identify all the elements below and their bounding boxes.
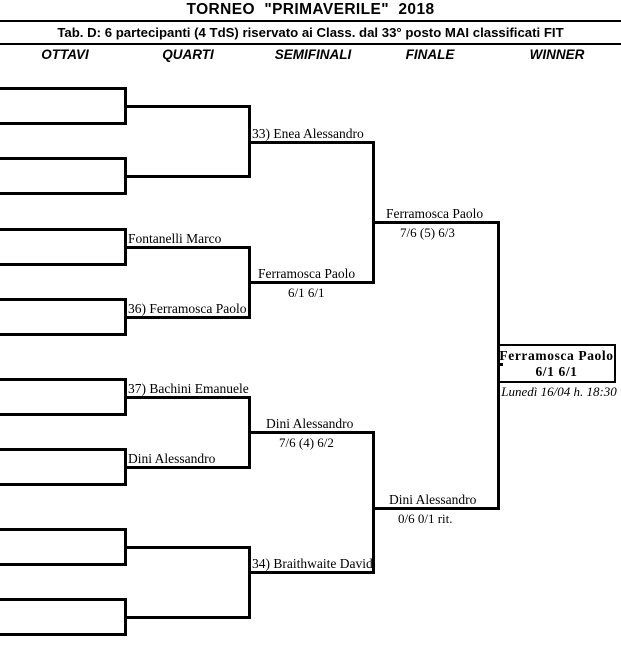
quarti-player-label: 36) Ferramosca Paolo — [128, 301, 247, 316]
round-header-ottavi: OTTAVI — [41, 47, 89, 62]
ottavi-slot-line — [0, 448, 124, 451]
semifinali-player-label: 33) Enea Alessandro — [252, 126, 364, 141]
round-header-row: OTTAVI QUARTI SEMIFINALI FINALE WINNER — [0, 45, 621, 67]
finale-player-label: Ferramosca Paolo — [386, 206, 484, 221]
ottavi-slot-line — [0, 298, 124, 301]
page-header: TORNEO "PRIMAVERILE" 2018 Tab. D: 6 part… — [0, 0, 621, 67]
ottavi-slot-line — [0, 483, 124, 486]
ottavi-slot-line — [0, 563, 124, 566]
header-divider-top — [0, 20, 621, 22]
quarti-slot-line — [124, 616, 248, 619]
header-divider-bottom — [0, 43, 621, 45]
quarti-connector — [248, 546, 251, 619]
quarti-player-label: Dini Alessandro — [128, 451, 216, 466]
ottavi-slot-line — [0, 228, 124, 231]
quarti-slot-line — [124, 396, 248, 399]
quarti-slot-line — [124, 546, 248, 549]
winner-schedule: Lunedì 16/04 h. 18:30 — [501, 384, 617, 399]
ottavi-slot-line — [0, 87, 124, 90]
round-header-quarti: QUARTI — [162, 47, 214, 62]
quarti-slot-line — [124, 466, 248, 469]
ottavi-slot-line — [0, 528, 124, 531]
semifinali-player-label: Dini Alessandro — [266, 416, 354, 431]
ottavi-slot-line — [0, 263, 124, 266]
ottavi-slot-line — [0, 192, 124, 195]
quarti-player-label: Fontanelli Marco — [128, 231, 222, 246]
ottavi-slot-line — [0, 598, 124, 601]
ottavi-slot-line — [0, 378, 124, 381]
page-title: TORNEO "PRIMAVERILE" 2018 — [186, 1, 435, 18]
winner-player-name: Ferramosca Paolo — [499, 348, 614, 363]
winner-box: Ferramosca Paolo 6/1 6/1 — [497, 344, 616, 383]
ottavi-slot-line — [0, 413, 124, 416]
quarti-slot-line — [124, 316, 248, 319]
round-header-semifinali: SEMIFINALI — [274, 47, 352, 62]
semifinali-slot-line — [248, 431, 372, 434]
winner-stem-line — [497, 363, 503, 366]
semifinali-slot-line — [248, 281, 372, 284]
semifinali-player-label: Ferramosca Paolo — [258, 266, 356, 281]
page-subtitle: Tab. D: 6 partecipanti (4 TdS) riservato… — [57, 25, 564, 40]
semifinali-slot-line — [248, 141, 372, 144]
ottavi-slot-line — [0, 122, 124, 125]
finale-player-label: Dini Alessandro — [389, 492, 477, 507]
semifinali-player-label: 34) Braithwaite David — [252, 556, 373, 571]
ottavi-slot-line — [0, 333, 124, 336]
round-header-finale: FINALE — [405, 47, 455, 62]
ottavi-slot-line — [0, 633, 124, 636]
winner-score: 6/1 6/1 — [535, 364, 578, 379]
quarti-slot-line — [124, 105, 248, 108]
finale-score-label: 7/6 (5) 6/3 — [400, 225, 455, 240]
semifinali-score-label: 7/6 (4) 6/2 — [279, 435, 334, 450]
finale-slot-line — [372, 507, 497, 510]
semifinali-connector — [372, 431, 375, 574]
finale-score-label: 0/6 0/1 rit. — [398, 511, 453, 526]
quarti-slot-line — [124, 175, 248, 178]
ottavi-slot-line — [0, 157, 124, 160]
quarti-player-label: 37) Bachini Emanuele — [128, 381, 249, 396]
semifinali-slot-line — [248, 571, 372, 574]
semifinali-score-label: 6/1 6/1 — [288, 285, 325, 300]
finale-slot-line — [372, 221, 497, 224]
round-header-winner: WINNER — [529, 47, 585, 62]
quarti-slot-line — [124, 246, 248, 249]
semifinali-connector — [372, 141, 375, 284]
